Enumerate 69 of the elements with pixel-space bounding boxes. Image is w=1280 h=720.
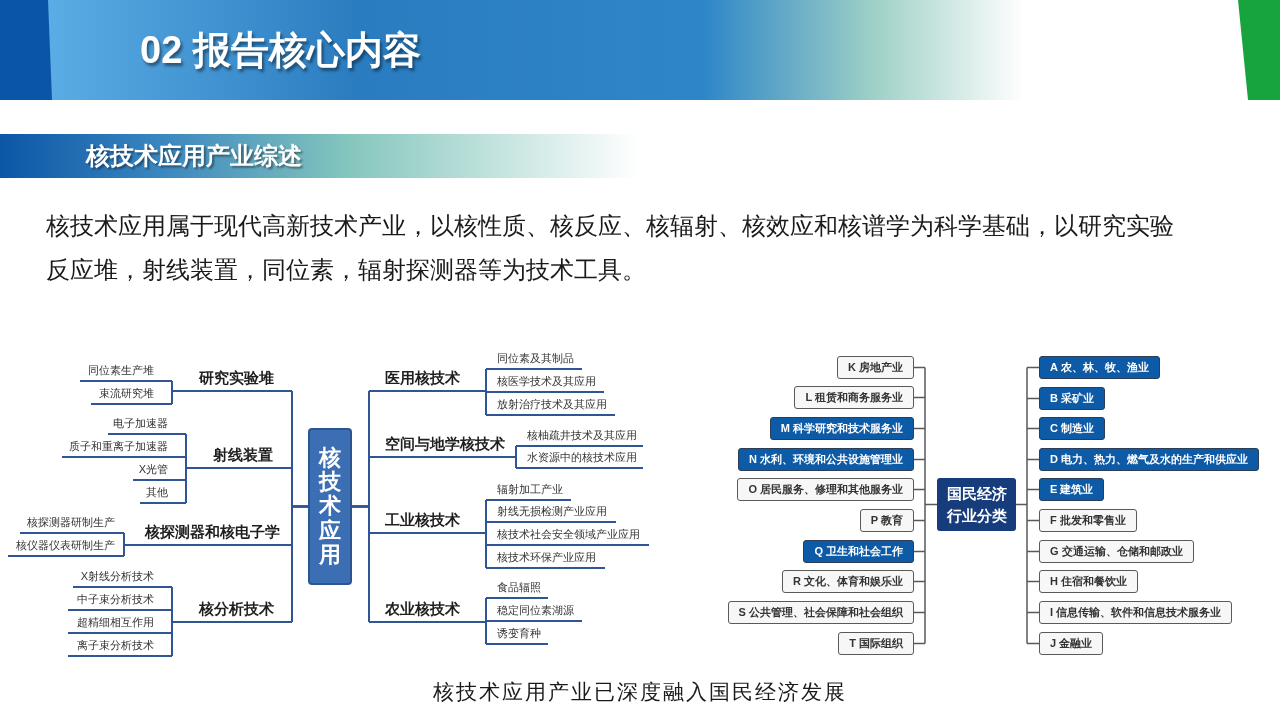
subtopic-item: X光管 xyxy=(133,461,186,481)
subtopic-item: 核仪器仪表研制生产 xyxy=(8,537,124,557)
subtopic-item: 诱变育种 xyxy=(486,625,548,645)
connector-line xyxy=(171,390,181,405)
connector-line xyxy=(477,532,487,569)
connector-line xyxy=(123,544,133,557)
industry-category-box: S 公共管理、社会保障和社会组织 xyxy=(727,601,914,624)
industry-category-box: F 批发和零售业 xyxy=(1039,509,1137,532)
intro-paragraph: 核技术应用属于现代高新技术产业，以核性质、核反应、核辐射、核效应和核谱学为科学基础，以研究实验反应堆，射线装置，同位素，辐射探测器等为技术工具。 xyxy=(46,211,1175,285)
connector-line xyxy=(351,505,370,623)
industry-category-box: L 租赁和商务服务业 xyxy=(794,386,914,409)
subtopic-item: 辐射加工产业 xyxy=(486,481,571,501)
industry-category-box: G 交通运输、仓储和邮政业 xyxy=(1039,540,1194,563)
subtopic-item: 水资源中的核技术应用 xyxy=(516,449,643,469)
industry-category-box: I 信息传输、软件和信息技术服务业 xyxy=(1039,601,1233,624)
industry-category-box: R 文化、体育和娱乐业 xyxy=(782,570,914,593)
subtopic-item: 同位素生产堆 xyxy=(80,362,172,382)
subtopic-item: 其他 xyxy=(140,484,186,504)
branch-topic: 射线装置 xyxy=(194,443,292,469)
subtopic-item: 核柚疏井技术及其应用 xyxy=(516,427,643,447)
subtopic-item: 核技术环保产业应用 xyxy=(486,549,605,569)
industry-category-box: C 制造业 xyxy=(1039,417,1105,440)
industry-category-box: O 居民服务、修理和其他服务业 xyxy=(737,478,914,501)
subtopic-item: 同位素及其制品 xyxy=(486,350,582,370)
branch-topic: 研究实验堆 xyxy=(180,366,292,392)
industry-category-box: H 住宿和餐饮业 xyxy=(1039,570,1138,593)
subtopic-item: 质子和重离子加速器 xyxy=(62,438,186,458)
connector-line xyxy=(913,366,938,645)
industry-category-box: P 教育 xyxy=(859,509,914,532)
subtopic-item: 核技术社会安全领域产业应用 xyxy=(486,526,649,546)
branch-topic: 核分析技术 xyxy=(180,597,292,623)
subtopic-item: 核探测器研制生产 xyxy=(20,514,124,534)
connector-line xyxy=(1015,366,1040,645)
subtopic-item: 离子束分析技术 xyxy=(68,637,172,657)
industry-category-box: B 采矿业 xyxy=(1039,387,1105,410)
category-root-box: 国民经济行业分类 xyxy=(937,478,1016,531)
industry-category-box: Q 卫生和社会工作 xyxy=(803,540,914,563)
subtopic-item: 稳定同位素湖源 xyxy=(486,602,582,622)
branch-topic: 空间与地学核技术 xyxy=(369,432,508,458)
industry-category-box: J 金融业 xyxy=(1039,632,1104,655)
connector-line xyxy=(185,467,195,504)
figure-caption: 核技术应用产业已深度融入国民经济发展 xyxy=(432,679,848,706)
subtopic-item: 电子加速器 xyxy=(108,415,186,435)
connector-line xyxy=(477,621,487,645)
connector-line xyxy=(171,621,181,657)
connector-line xyxy=(507,456,517,469)
subtopic-item: 束流研究堆 xyxy=(91,385,172,405)
branch-topic: 工业核技术 xyxy=(369,508,478,534)
central-topic-box: 核技术应用 xyxy=(308,428,352,585)
industry-category-box: K 房地产业 xyxy=(837,356,914,379)
industry-category-box: D 电力、热力、燃气及水的生产和供应业 xyxy=(1039,448,1259,471)
subtopic-item: 食品辐照 xyxy=(486,579,548,599)
subtopic-item: 射线无损检测产业应用 xyxy=(486,503,616,523)
industry-category-box: E 建筑业 xyxy=(1039,478,1105,501)
industry-category-box: N 水利、环境和公共设施管理业 xyxy=(738,448,914,471)
connector-line xyxy=(291,505,309,623)
subtopic-item: 超精细相互作用 xyxy=(68,614,172,634)
subtopic-item: 核医学技术及其应用 xyxy=(486,373,604,393)
industry-category-box: A 农、林、牧、渔业 xyxy=(1039,356,1160,379)
subtopic-item: X射线分析技术 xyxy=(73,568,172,588)
section-heading: 核技术应用产业综述 xyxy=(86,141,302,171)
branch-topic: 核探测器和核电子学 xyxy=(132,520,292,546)
page-title: 02 报告核心内容 xyxy=(140,28,421,73)
subtopic-item: 放射治疗技术及其应用 xyxy=(486,396,615,416)
industry-category-box: T 国际组织 xyxy=(838,632,914,655)
subtopic-item: 中子束分析技术 xyxy=(68,591,172,611)
industry-category-box: M 科学研究和技术服务业 xyxy=(769,417,914,440)
branch-topic: 农业核技术 xyxy=(369,597,478,623)
branch-topic: 医用核技术 xyxy=(369,366,478,392)
